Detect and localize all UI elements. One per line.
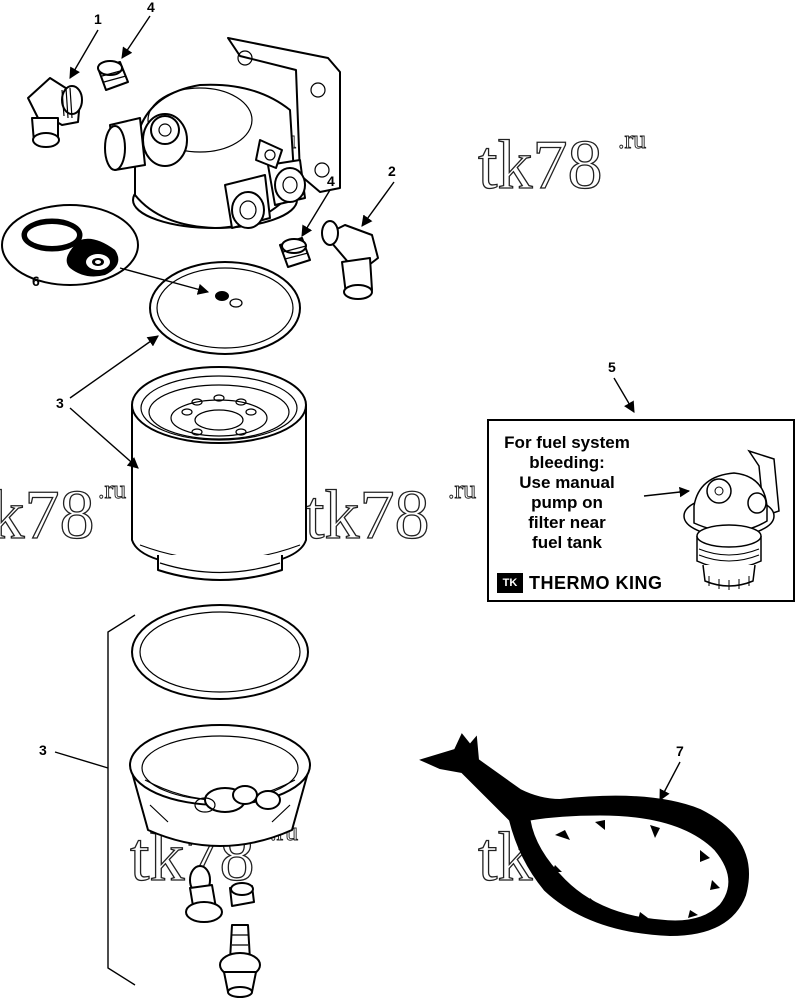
filter-wrench <box>419 733 749 937</box>
fuel-filter-element <box>131 366 307 581</box>
watermark-middle-center: tk78 .ru <box>304 475 476 555</box>
gasket-detail-bubble <box>1 204 139 286</box>
callout-1: 3 <box>56 395 64 411</box>
decal-filter-illustration <box>643 449 780 590</box>
callout-labels: 1 2 4 4 6 3 5 3 7 <box>32 0 684 759</box>
leader-lines <box>54 15 681 986</box>
callout-4-upper: 4 <box>147 0 155 15</box>
callout-7: 7 <box>676 743 684 759</box>
thermo-king-logo-icon: TK <box>497 573 523 593</box>
drain-valve <box>219 924 261 998</box>
bleeding-instruction-decal: For fuel system bleeding: Use manual pum… <box>487 419 795 602</box>
callout-2: 3 <box>39 742 47 758</box>
elbow-fitting-upper <box>27 77 83 148</box>
pipe-plug-upper <box>97 60 129 91</box>
svg-text:tk78: tk78 <box>478 127 602 204</box>
callout-6: 6 <box>32 273 40 289</box>
filter-seal-ring <box>149 261 301 355</box>
callout-5: 5 <box>608 359 616 375</box>
brand-name: THERMO KING <box>529 572 663 593</box>
svg-text:tk78: tk78 <box>305 477 429 554</box>
watermark-middle-left: tk78 .ru <box>0 475 127 555</box>
decal-instruction-text: For fuel system bleeding: Use manual pum… <box>504 433 630 552</box>
svg-text:.ru: .ru <box>618 125 646 154</box>
filter-head <box>104 37 341 229</box>
elbow-fitting-lower <box>321 220 379 300</box>
svg-text:.ru: .ru <box>98 475 126 504</box>
water-separator-bowl <box>129 724 311 895</box>
thermo-king-brand: TK THERMO KING <box>497 571 663 595</box>
drain-plug <box>185 882 255 923</box>
pipe-plug-lower <box>279 237 311 268</box>
bowl-seal-ring <box>131 604 309 700</box>
callout-4-lower: 4 <box>327 173 335 189</box>
callout-3-lower: 2 <box>388 163 396 179</box>
svg-text:.ru: .ru <box>448 475 476 504</box>
watermark-top-right: tk78 .ru <box>477 125 646 205</box>
svg-text:tk78: tk78 <box>0 477 94 554</box>
callout-3-upper: 1 <box>94 11 102 27</box>
